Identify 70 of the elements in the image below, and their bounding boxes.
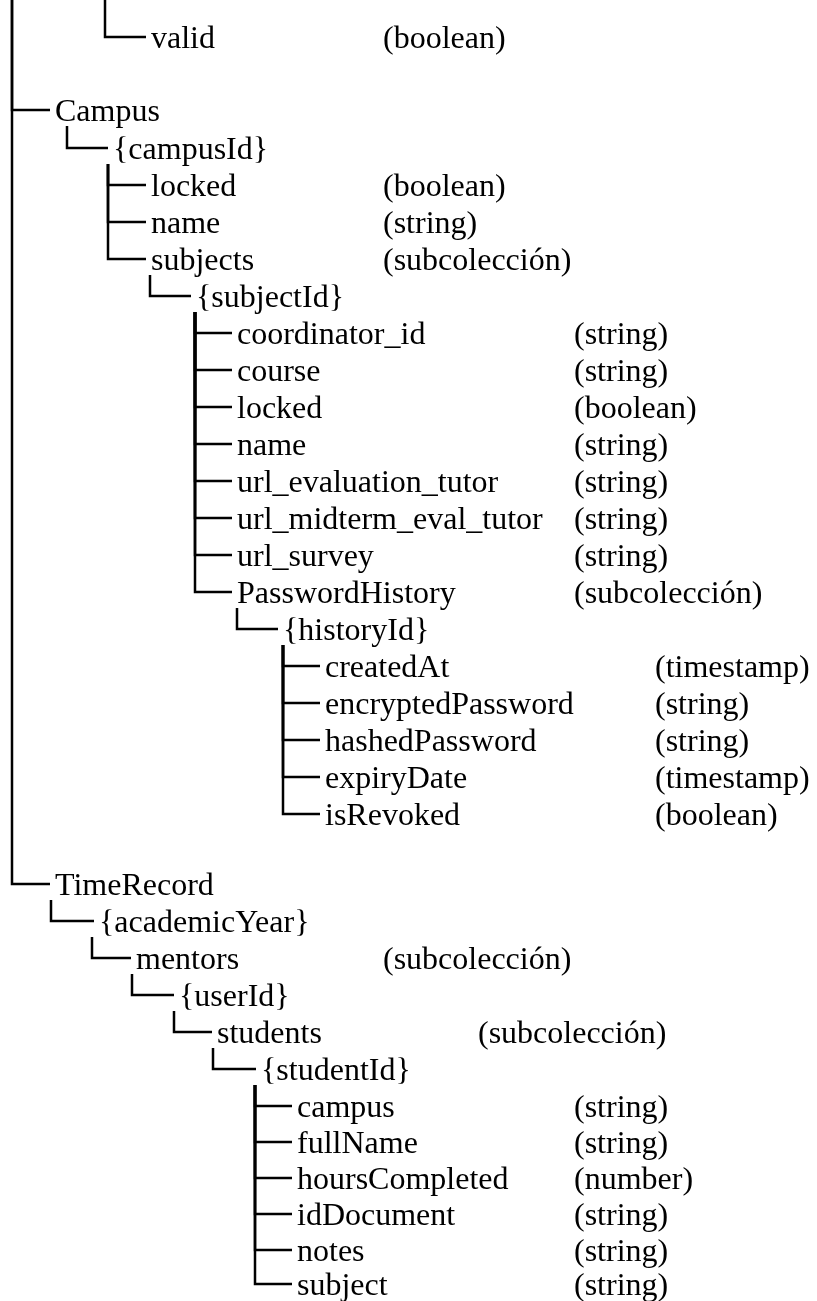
field-type: (string) bbox=[574, 1232, 669, 1268]
field-type: (boolean) bbox=[383, 167, 506, 203]
field-name: subject bbox=[297, 1266, 388, 1301]
tree-connector bbox=[103, 0, 146, 39]
field-type: (string) bbox=[574, 315, 669, 351]
tree-connector bbox=[211, 1048, 256, 1071]
field-name: expiryDate bbox=[325, 759, 468, 795]
field-name: course bbox=[237, 352, 321, 388]
field-type: (subcolección) bbox=[478, 1014, 667, 1050]
field-type: (timestamp) bbox=[655, 759, 810, 795]
tree-connector bbox=[130, 974, 174, 997]
field-type: (string) bbox=[574, 1196, 669, 1232]
field-name: url_midterm_eval_tutor bbox=[237, 500, 543, 536]
field-type: (string) bbox=[574, 1088, 669, 1124]
field-name: {studentId} bbox=[261, 1051, 411, 1087]
field-type: (string) bbox=[574, 1124, 669, 1160]
field-name: {subjectId} bbox=[196, 278, 344, 314]
field-name: {userId} bbox=[179, 977, 290, 1013]
field-name: idDocument bbox=[297, 1196, 456, 1232]
field-name: {historyId} bbox=[283, 611, 430, 647]
field-type: (string) bbox=[655, 685, 750, 721]
tree-connector bbox=[65, 126, 108, 150]
tree-connector bbox=[148, 275, 191, 298]
tree-connector bbox=[90, 937, 131, 960]
field-type: (subcolección) bbox=[383, 241, 572, 277]
field-name: {academicYear} bbox=[99, 903, 310, 939]
field-name: coordinator_id bbox=[237, 315, 426, 351]
field-name: TimeRecord bbox=[55, 866, 214, 902]
field-name: subjects bbox=[151, 241, 255, 277]
field-type: (string) bbox=[574, 500, 669, 536]
field-name: students bbox=[217, 1014, 322, 1050]
field-type: (string) bbox=[574, 352, 669, 388]
field-type: (boolean) bbox=[383, 19, 506, 55]
tree-connector bbox=[10, 0, 50, 886]
field-name: {campusId} bbox=[113, 130, 269, 166]
field-type: (string) bbox=[574, 463, 669, 499]
field-type: (string) bbox=[574, 537, 669, 573]
field-name: hashedPassword bbox=[325, 722, 537, 758]
tree-connector bbox=[106, 164, 146, 261]
field-name: url_survey bbox=[237, 537, 374, 573]
field-name: campus bbox=[297, 1088, 395, 1124]
field-name: url_evaluation_tutor bbox=[237, 463, 499, 499]
field-type: (string) bbox=[574, 426, 669, 462]
field-type: (string) bbox=[383, 204, 478, 240]
field-type: (timestamp) bbox=[655, 648, 810, 684]
tree-connector bbox=[281, 645, 320, 816]
field-name: name bbox=[151, 204, 221, 240]
tree-connector bbox=[49, 900, 94, 923]
field-type: (number) bbox=[574, 1160, 694, 1196]
tree-connector bbox=[172, 1011, 212, 1034]
field-type: (boolean) bbox=[655, 796, 778, 832]
field-type: (string) bbox=[655, 722, 750, 758]
tree-connector bbox=[253, 1085, 292, 1286]
field-name: valid bbox=[151, 19, 215, 55]
field-name: PasswordHistory bbox=[237, 574, 456, 610]
field-name: fullName bbox=[297, 1124, 418, 1160]
field-type: (subcolección) bbox=[574, 574, 763, 610]
field-name: mentors bbox=[136, 940, 240, 976]
field-name: Campus bbox=[55, 92, 160, 128]
field-name: encryptedPassword bbox=[325, 685, 574, 721]
field-name: locked bbox=[237, 389, 323, 425]
field-name: createdAt bbox=[325, 648, 450, 684]
field-name: notes bbox=[297, 1232, 365, 1268]
field-name: name bbox=[237, 426, 307, 462]
field-name: locked bbox=[151, 167, 237, 203]
field-name: hoursCompleted bbox=[297, 1160, 509, 1196]
field-type: (subcolección) bbox=[383, 940, 572, 976]
field-type: (boolean) bbox=[574, 389, 697, 425]
tree-connector bbox=[235, 608, 278, 631]
field-name: isRevoked bbox=[325, 796, 461, 832]
